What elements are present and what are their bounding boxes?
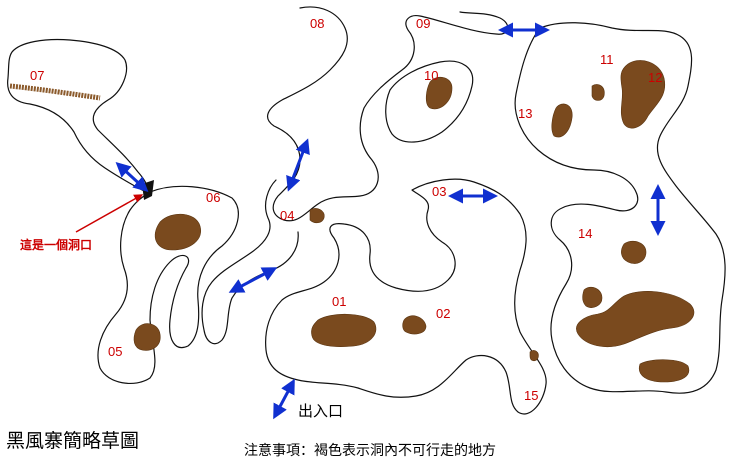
area-label-11: 11 (600, 52, 614, 67)
area-label-07: 07 (30, 68, 44, 83)
blocked-area (311, 313, 377, 347)
region-central-outline (266, 6, 509, 222)
entrance-arrow (273, 378, 295, 420)
region-07-outline (7, 38, 149, 193)
blocked-area (551, 103, 573, 138)
blocked-area (154, 213, 201, 251)
region-east-outline (514, 22, 726, 394)
blocked-area (620, 60, 666, 129)
legend-note: 注意事項：褐色表示洞內不可行走的地方 (244, 443, 496, 459)
area-label-14: 14 (578, 226, 592, 241)
area-label-10: 10 (424, 68, 438, 83)
connector-arrow (115, 161, 149, 193)
area-label-08: 08 (310, 16, 324, 31)
area-label-06: 06 (206, 190, 220, 205)
blocked-area (309, 208, 325, 224)
area-label-15: 15 (524, 388, 538, 403)
blocked-area (576, 291, 695, 347)
region-05-06-outline (97, 185, 239, 385)
entrance-label: 出入口 (298, 402, 344, 420)
blocked-area (529, 350, 539, 362)
blocked-area (402, 315, 427, 335)
blocked-area (591, 84, 605, 101)
map-title: 黑風寨簡略草圖 (6, 430, 140, 452)
connector-arrow (286, 138, 310, 192)
area-label-03: 03 (432, 184, 446, 199)
region-central-outline-2 (265, 178, 547, 415)
blocked-area (621, 240, 647, 264)
blocked-area (638, 359, 690, 383)
region-09-loop (385, 60, 474, 143)
area-label-02: 02 (436, 306, 450, 321)
area-label-04: 04 (280, 208, 294, 223)
area-label-05: 05 (108, 344, 122, 359)
area-label-13: 13 (518, 106, 532, 121)
area-label-09: 09 (416, 16, 430, 31)
area-label-01: 01 (332, 294, 346, 309)
cave-note-arrow (75, 194, 144, 233)
blocked-area (582, 286, 603, 308)
rope-band (9, 83, 101, 101)
blocked-area (133, 323, 161, 351)
blocked-area (425, 76, 453, 110)
area-label-12: 12 (648, 70, 662, 85)
cave-note: 這是一個洞口 (20, 238, 93, 252)
connector-arrow (228, 267, 278, 293)
